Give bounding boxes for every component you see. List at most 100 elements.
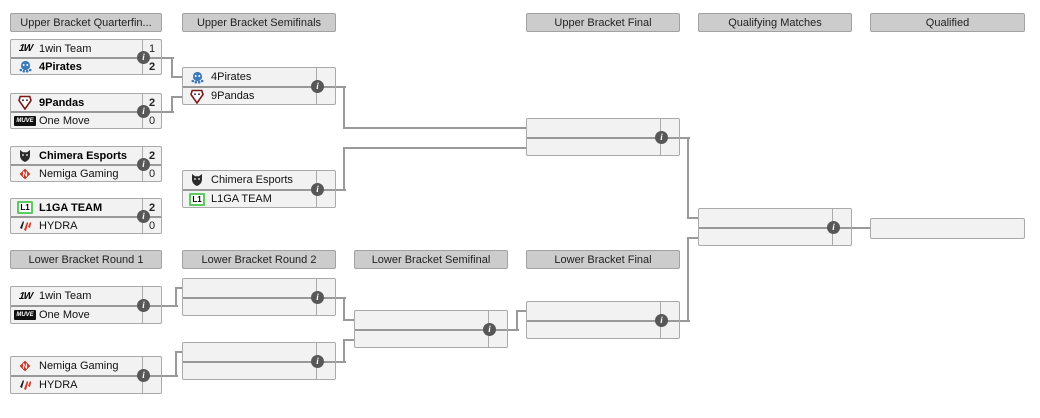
connector-line <box>678 320 690 322</box>
connector-line <box>343 86 345 129</box>
chimera-esports-logo <box>11 149 39 163</box>
match-lb-r1-1: 1W 1win Team MUVE One Move <box>10 286 162 324</box>
connector-line <box>506 329 519 331</box>
team-score <box>316 299 335 315</box>
match-ub-qf-3: Chimera Esports 2 N Nemiga Gaming 0 <box>10 146 162 182</box>
team-name: Nemiga Gaming <box>39 360 119 372</box>
team-score <box>316 191 335 207</box>
info-icon[interactable]: i <box>655 314 668 327</box>
connector-line <box>343 339 356 341</box>
connector-line <box>160 375 178 377</box>
team-score: 1 <box>142 40 161 57</box>
team-score <box>488 331 507 347</box>
connector-line <box>343 147 345 191</box>
team-row <box>527 137 679 155</box>
info-icon[interactable]: i <box>311 80 324 93</box>
info-icon[interactable]: i <box>311 183 324 196</box>
match-ub-qf-4: L1 L1GA TEAM 2 HYDRA 0 <box>10 198 162 234</box>
header-qualified: Qualified <box>870 13 1025 32</box>
l1ga-team-logo: L1 <box>11 201 39 214</box>
team-name: L1GA TEAM <box>211 193 272 205</box>
team-name: 9Pandas <box>39 96 85 109</box>
one-move-logo: MUVE <box>14 115 36 126</box>
team-row: 1W 1win Team <box>11 287 161 305</box>
team-row <box>527 302 679 320</box>
match-lb-r2-2 <box>182 342 336 380</box>
info-icon[interactable]: i <box>311 291 324 304</box>
team-name: 1win Team <box>39 42 92 55</box>
team-name: Chimera Esports <box>211 174 293 186</box>
1win-team-logo: 1W <box>17 290 33 302</box>
team-row: 1W 1win Team 1 <box>11 40 161 57</box>
info-icon[interactable]: i <box>137 299 150 312</box>
match-lb-r1-2: N Nemiga Gaming HYDRA <box>10 356 162 394</box>
header-lower-bracket-final: Lower Bracket Final <box>526 250 680 269</box>
team-score <box>316 171 335 189</box>
team-row <box>183 343 335 361</box>
match-ub-sf-2: Chimera Esports L1 L1GA TEAM <box>182 170 336 208</box>
header-lower-bracket-round-2: Lower Bracket Round 2 <box>182 250 336 269</box>
header-lower-bracket-round-1: Lower Bracket Round 1 <box>10 250 162 269</box>
team-score <box>660 322 679 338</box>
team-score <box>316 68 335 86</box>
connector-line <box>160 305 178 307</box>
connector-line <box>687 237 700 239</box>
team-name: 1win Team <box>39 290 92 302</box>
team-score <box>316 88 335 104</box>
header-lower-bracket-semifinal: Lower Bracket Semifinal <box>354 250 508 269</box>
team-row: 9Pandas <box>183 86 335 104</box>
team-name: Nemiga Gaming <box>39 167 119 180</box>
team-row <box>183 279 335 297</box>
connector-line <box>160 111 174 113</box>
nemiga-gaming-logo: N <box>11 359 39 373</box>
info-icon[interactable]: i <box>483 323 496 336</box>
team-name: One Move <box>39 309 90 321</box>
match-lb-r2-1 <box>182 278 336 316</box>
nemiga-gaming-logo: N <box>11 167 39 181</box>
header-upper-bracket-final: Upper Bracket Final <box>526 13 680 32</box>
team-name: 9Pandas <box>211 90 255 102</box>
4pirates-logo <box>11 59 39 74</box>
team-row <box>527 119 679 137</box>
chimera-esports-logo <box>183 173 211 187</box>
info-icon[interactable]: i <box>827 221 840 234</box>
team-row: Chimera Esports <box>183 171 335 189</box>
info-icon[interactable]: i <box>137 369 150 382</box>
l1ga-team-logo: L1 <box>183 192 211 206</box>
match-lb-sf <box>354 310 508 348</box>
match-ub-qf-2: 9Pandas 2 MUVE One Move 0 <box>10 93 162 129</box>
team-score <box>660 302 679 320</box>
info-icon[interactable]: i <box>655 131 668 144</box>
match-ub-qf-1: 1W 1win Team 1 4Pirates 2 <box>10 39 162 75</box>
team-score: 0 <box>142 166 161 181</box>
connector-line <box>678 137 690 139</box>
team-row: MUVE One Move <box>11 305 161 323</box>
info-icon[interactable]: i <box>137 105 150 118</box>
connector-line <box>171 96 184 98</box>
match-ub-final <box>526 118 680 156</box>
info-icon[interactable]: i <box>137 210 150 223</box>
connector-line <box>343 297 345 321</box>
connector-line <box>343 319 356 321</box>
team-row: L1 L1GA TEAM 2 <box>11 199 161 216</box>
team-score <box>660 119 679 137</box>
hydra-logo <box>11 219 39 233</box>
team-score <box>142 357 161 375</box>
info-icon[interactable]: i <box>137 158 150 171</box>
connector-line <box>334 297 346 299</box>
team-score <box>488 311 507 329</box>
info-icon[interactable]: i <box>311 355 324 368</box>
team-score: 2 <box>142 199 161 216</box>
team-score: 2 <box>142 59 161 74</box>
match-lb-final <box>526 301 680 339</box>
team-score <box>316 343 335 361</box>
team-score <box>660 139 679 155</box>
team-name: One Move <box>39 114 90 127</box>
info-icon[interactable]: i <box>137 51 150 64</box>
team-row <box>527 320 679 338</box>
header-qualifying-matches: Qualifying Matches <box>698 13 852 32</box>
1win-team-logo: 1W <box>17 43 33 54</box>
header-upper-bracket-quarterfinals: Upper Bracket Quarterfin... <box>10 13 162 32</box>
team-row: N Nemiga Gaming <box>11 357 161 375</box>
qualified-slot <box>870 218 1025 239</box>
